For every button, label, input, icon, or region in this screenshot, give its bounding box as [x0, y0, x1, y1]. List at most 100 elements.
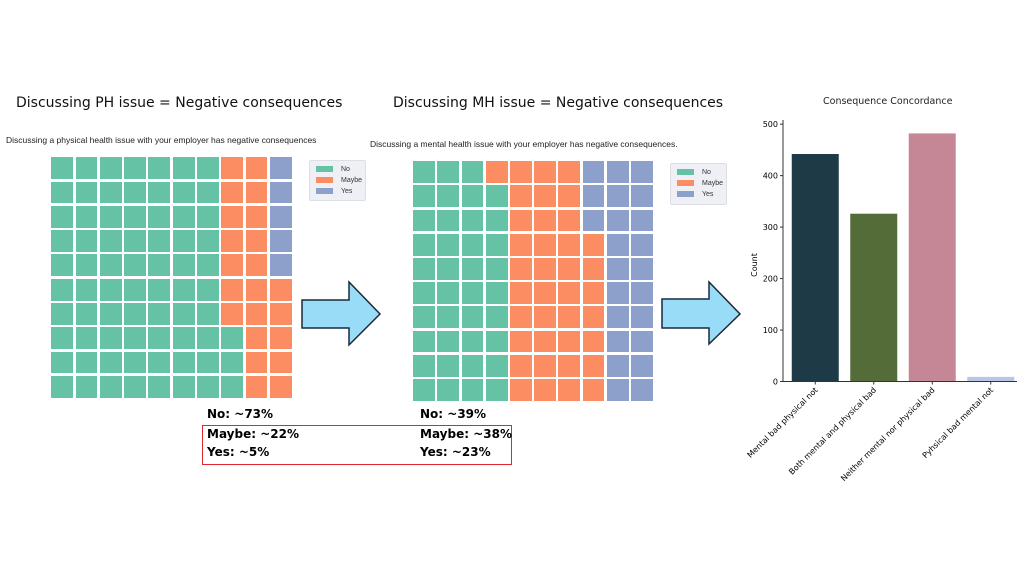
legend-label: Yes: [341, 187, 353, 195]
waffle-cell-no: [485, 282, 508, 304]
waffle-cell-yes: [631, 233, 653, 256]
waffle-cell-no: [413, 330, 435, 353]
ph-waffle-subtitle: Discussing a physical health issue with …: [6, 135, 317, 145]
legend-label: Yes: [702, 190, 714, 198]
waffle-cell-no: [485, 258, 508, 280]
waffle-cell-no: [413, 379, 435, 401]
waffle-cell-maybe: [582, 379, 605, 401]
waffle-cell-maybe: [510, 282, 532, 304]
waffle-cell-maybe: [221, 230, 244, 252]
waffle-cell-no: [437, 282, 460, 304]
waffle-cell-no: [51, 351, 74, 374]
waffle-cell-no: [148, 327, 171, 350]
waffle-cell-yes: [582, 185, 605, 208]
waffle-cell-maybe: [245, 327, 268, 350]
waffle-cell-maybe: [558, 330, 581, 353]
waffle-cell-yes: [269, 254, 292, 277]
ph-panel-title: Discussing PH issue = Negative consequen…: [16, 95, 343, 111]
waffle-cell-no: [99, 157, 122, 180]
waffle-cell-no: [148, 278, 171, 301]
waffle-cell-yes: [631, 379, 653, 401]
waffle-cell-maybe: [245, 181, 268, 204]
waffle-cell-no: [75, 278, 98, 301]
legend-swatch-no: [316, 166, 333, 172]
waffle-cell-maybe: [558, 209, 581, 232]
legend-item-no: No: [316, 164, 350, 174]
waffle-cell-yes: [269, 181, 292, 204]
waffle-cell-maybe: [510, 233, 532, 256]
waffle-cell-no: [124, 254, 146, 277]
waffle-cell-no: [124, 303, 146, 325]
bar-pyhsical-bad-mental-not: [967, 376, 1015, 382]
waffle-cell-no: [75, 254, 98, 277]
waffle-cell-yes: [631, 354, 653, 377]
waffle-cell-yes: [631, 330, 653, 353]
waffle-cell-no: [221, 375, 244, 398]
waffle-cell-no: [461, 161, 484, 183]
waffle-cell-no: [437, 233, 460, 256]
waffle-cell-maybe: [269, 351, 292, 374]
waffle-cell-no: [197, 303, 219, 325]
waffle-cell-no: [197, 254, 219, 277]
waffle-cell-no: [197, 181, 219, 204]
waffle-cell-no: [148, 230, 171, 252]
y-tick-label: 400: [763, 172, 778, 181]
waffle-cell-no: [75, 327, 98, 350]
waffle-cell-no: [172, 205, 195, 228]
waffle-cell-maybe: [245, 205, 268, 228]
waffle-cell-no: [148, 303, 171, 325]
waffle-cell-no: [51, 303, 74, 325]
waffle-cell-maybe: [582, 354, 605, 377]
waffle-cell-no: [197, 375, 219, 398]
waffle-cell-maybe: [269, 375, 292, 398]
legend-item-maybe: Maybe: [677, 178, 723, 188]
waffle-cell-maybe: [534, 185, 556, 208]
y-tick-label: 100: [763, 326, 778, 335]
waffle-cell-no: [485, 306, 508, 329]
mh-waffle-chart: [412, 160, 654, 402]
waffle-cell-no: [197, 278, 219, 301]
waffle-cell-yes: [606, 282, 629, 304]
waffle-cell-no: [51, 278, 74, 301]
waffle-cell-no: [413, 161, 435, 183]
legend-label: Maybe: [341, 176, 363, 184]
waffle-cell-maybe: [558, 258, 581, 280]
waffle-cell-no: [221, 327, 244, 350]
waffle-cell-maybe: [221, 157, 244, 180]
waffle-cell-no: [461, 379, 484, 401]
ph-legend: No Maybe Yes: [309, 160, 366, 201]
mh-yes-stat: Yes: ~23%: [420, 445, 491, 459]
waffle-cell-maybe: [245, 303, 268, 325]
waffle-cell-yes: [269, 157, 292, 180]
waffle-cell-yes: [606, 306, 629, 329]
waffle-cell-maybe: [510, 209, 532, 232]
waffle-cell-no: [461, 185, 484, 208]
waffle-cell-maybe: [510, 258, 532, 280]
waffle-cell-yes: [582, 209, 605, 232]
waffle-cell-maybe: [558, 161, 581, 183]
waffle-cell-maybe: [245, 157, 268, 180]
waffle-cell-no: [99, 327, 122, 350]
waffle-cell-maybe: [582, 282, 605, 304]
waffle-cell-no: [461, 209, 484, 232]
waffle-cell-no: [485, 209, 508, 232]
waffle-cell-maybe: [245, 351, 268, 374]
x-tick-label: Neither mental nor physical bad: [839, 386, 936, 483]
waffle-cell-no: [148, 375, 171, 398]
waffle-cell-no: [413, 185, 435, 208]
legend-label: No: [341, 165, 350, 173]
waffle-cell-no: [461, 258, 484, 280]
waffle-cell-no: [437, 258, 460, 280]
waffle-cell-maybe: [269, 327, 292, 350]
waffle-cell-yes: [606, 161, 629, 183]
waffle-cell-no: [124, 230, 146, 252]
waffle-cell-maybe: [245, 230, 268, 252]
legend-swatch-maybe: [677, 180, 694, 186]
legend-item-yes: Yes: [316, 186, 352, 196]
waffle-cell-no: [99, 205, 122, 228]
waffle-cell-no: [99, 230, 122, 252]
waffle-cell-yes: [582, 161, 605, 183]
waffle-cell-maybe: [534, 258, 556, 280]
waffle-cell-no: [485, 379, 508, 401]
waffle-cell-yes: [606, 379, 629, 401]
